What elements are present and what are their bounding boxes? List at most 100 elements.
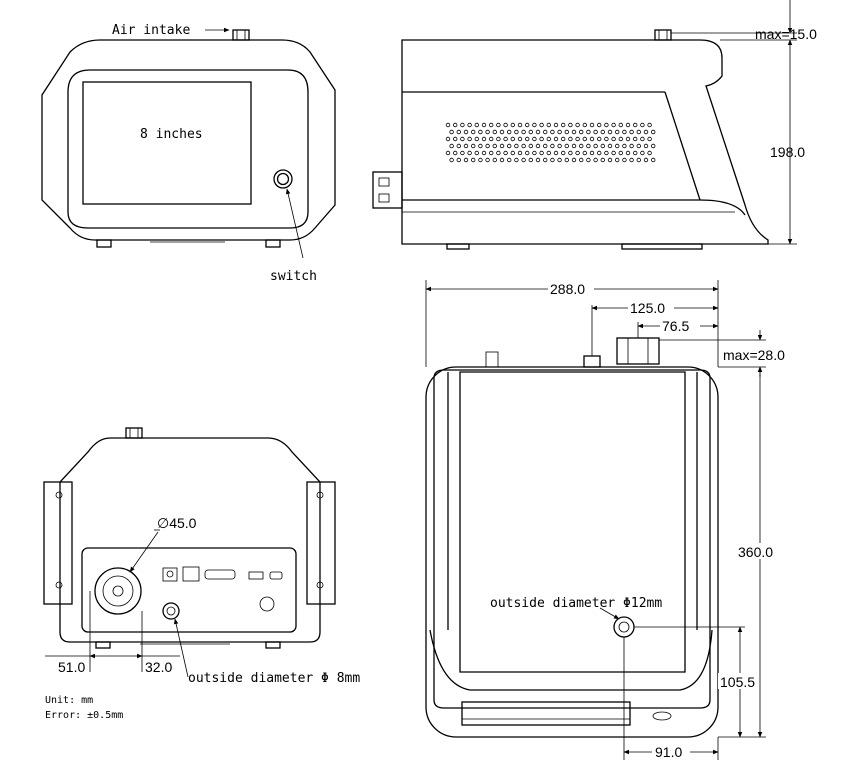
vent-hole	[474, 136, 479, 142]
vent-hole	[485, 129, 490, 135]
side-view: max=15.0 198.0	[372, 0, 817, 250]
vent-hole	[625, 122, 631, 128]
side-height: 198.0	[770, 144, 805, 160]
vent-hole	[460, 122, 465, 128]
top-front-slot	[461, 701, 631, 726]
vent-hole	[507, 129, 512, 135]
back-port-diameter: ∅45.0	[157, 515, 197, 531]
vent-hole	[492, 129, 497, 135]
front-view: 8 inches Air intake switch	[41, 23, 336, 284]
vent-hole	[589, 150, 595, 156]
vent-hole	[586, 157, 591, 163]
vent-hole	[633, 150, 638, 156]
vent-hole	[557, 129, 562, 135]
side-vent-grid	[445, 122, 656, 163]
vent-hole	[543, 129, 548, 135]
vent-hole	[503, 136, 508, 142]
vent-hole	[561, 150, 566, 156]
vent-hole	[568, 150, 573, 156]
vent-hole	[568, 122, 573, 128]
vent-hole	[489, 122, 494, 128]
vent-hole	[528, 157, 533, 163]
vent-hole	[496, 122, 501, 128]
vent-hole	[564, 157, 569, 163]
vent-hole	[546, 122, 551, 128]
vent-hole	[575, 136, 580, 142]
vent-hole	[471, 129, 476, 135]
vent-hole	[640, 122, 645, 128]
front-screen	[82, 81, 252, 205]
front-housing-inner	[67, 69, 309, 229]
vent-hole	[499, 157, 505, 163]
vent-hole	[514, 129, 519, 135]
vent-hole	[521, 157, 526, 163]
back-top-fitting	[125, 427, 143, 439]
vent-hole	[575, 122, 580, 128]
vent-hole	[604, 150, 609, 156]
vent-hole	[507, 157, 512, 163]
screen-label: 8 inches	[140, 127, 203, 142]
vent-hole	[550, 157, 555, 163]
top-depth: 360.0	[738, 544, 773, 560]
vent-hole	[507, 143, 512, 149]
top-width: 288.0	[550, 281, 585, 297]
vent-hole	[600, 157, 605, 163]
vent-hole	[615, 129, 620, 135]
vent-hole	[643, 143, 649, 149]
vent-hole	[471, 157, 476, 163]
vent-hole	[453, 150, 458, 156]
vent-hole	[629, 157, 634, 163]
back-dim-right: 32.0	[145, 659, 172, 675]
vent-hole	[586, 143, 591, 149]
vent-hole	[478, 129, 483, 135]
vent-hole	[546, 136, 551, 142]
vent-hole	[615, 143, 620, 149]
vent-hole	[618, 122, 623, 128]
vent-hole	[496, 150, 501, 156]
back-large-port	[94, 567, 142, 615]
vent-hole	[485, 143, 490, 149]
vent-hole	[611, 122, 616, 128]
vent-hole	[564, 129, 569, 135]
vent-hole	[525, 136, 530, 142]
vent-hole	[510, 150, 515, 156]
vent-hole	[561, 122, 566, 128]
vent-hole	[607, 157, 613, 163]
top-outlet-y: 105.5	[720, 674, 755, 690]
vent-hole	[553, 150, 559, 156]
vent-hole	[517, 150, 523, 156]
vent-hole	[607, 143, 613, 149]
vent-hole	[564, 143, 569, 149]
top-housing	[425, 366, 719, 738]
vent-hole	[611, 150, 616, 156]
vent-hole	[499, 129, 505, 135]
vent-hole	[503, 150, 508, 156]
back-handle-left	[43, 481, 73, 605]
vent-hole	[647, 150, 652, 156]
vent-hole	[514, 143, 519, 149]
vent-hole	[478, 143, 483, 149]
vent-hole	[582, 136, 587, 142]
back-port-hdmi	[269, 571, 283, 580]
vent-hole	[636, 129, 641, 135]
vent-hole	[510, 136, 515, 142]
vent-hole	[456, 157, 461, 163]
vent-hole	[543, 157, 548, 163]
vent-hole	[463, 129, 469, 135]
back-outlet-label: outside diameter Φ 8mm	[188, 671, 360, 686]
vent-hole	[445, 150, 451, 156]
vent-hole	[453, 136, 458, 142]
front-foot-left	[96, 239, 112, 248]
vent-hole	[622, 143, 627, 149]
vent-hole	[557, 143, 562, 149]
vent-hole	[460, 136, 465, 142]
vent-hole	[579, 143, 584, 149]
vent-hole	[489, 150, 494, 156]
top-outlet-port	[613, 616, 635, 638]
top-offset-1: 125.0	[630, 300, 665, 316]
side-housing	[401, 39, 769, 245]
vent-hole	[607, 129, 613, 135]
vent-hole	[571, 129, 577, 135]
vent-hole	[629, 143, 634, 149]
vent-hole	[582, 150, 587, 156]
